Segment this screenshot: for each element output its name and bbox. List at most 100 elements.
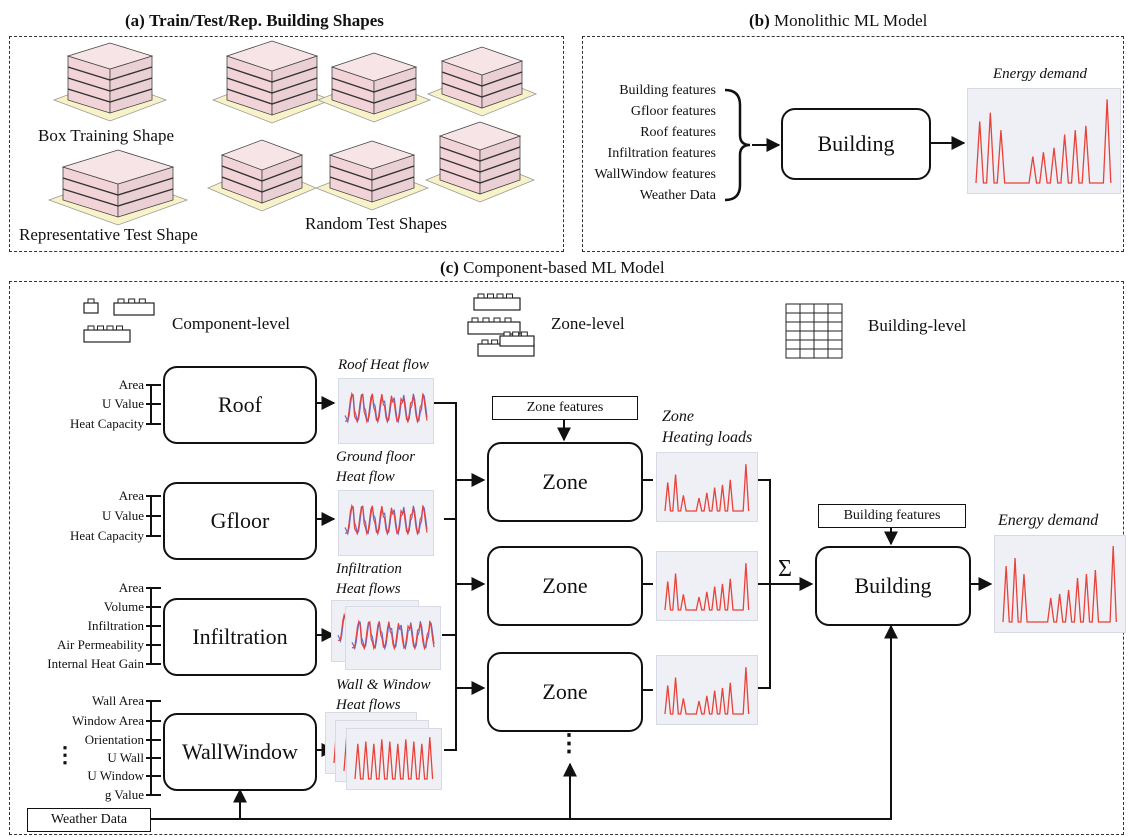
lego-brick-icon (83, 325, 131, 343)
zone-output-label-2: Heating loads (662, 429, 753, 446)
random-shape-6 (424, 121, 536, 203)
infiltration-input-label: Area (118, 580, 144, 595)
chart-line (975, 99, 1112, 184)
chart-line (344, 503, 428, 537)
roof-input-label: Heat Capacity (70, 416, 144, 431)
lego-brick-icon (83, 298, 99, 314)
wallwindow-input-label: Wall Area (91, 693, 144, 708)
panel-b-input-label: Gfloor features (630, 104, 716, 119)
roof-box: Roof (163, 366, 317, 444)
zone-more-dots: ⋮ (557, 731, 581, 757)
zone-heating-chart-3 (656, 655, 758, 725)
zone-box-3: Zone (487, 652, 643, 732)
sum-symbol: Σ (778, 556, 792, 582)
panel-b-input-label: Roof features (640, 125, 716, 140)
zone-heating-chart-2 (656, 551, 758, 621)
random-shape-2 (316, 52, 432, 123)
monolithic-building-box: Building (781, 108, 931, 180)
panel-b-input-label: Infiltration features (607, 146, 716, 161)
gfloor-output-label-2: Heat flow (336, 469, 395, 485)
gfloor-heatflow-chart (338, 490, 434, 556)
lego-stack-icon (467, 317, 521, 335)
roof-output-label: Roof Heat flow (338, 357, 429, 373)
chart-series (344, 503, 428, 537)
zone-heating-chart-1 (656, 452, 758, 522)
zone-box-2: Zone (487, 546, 643, 626)
representative-test-label: Representative Test Shape (19, 225, 198, 244)
building-level-label: Building-level (868, 316, 967, 335)
component-bus (434, 402, 457, 751)
panel-b-input-label: Weather Data (639, 188, 716, 203)
panel-b-energy-chart (967, 88, 1121, 194)
zone-features-box: Zone features (492, 396, 638, 420)
building-features-box: Building features (818, 504, 966, 528)
box-training-label: Box Training Shape (38, 126, 175, 145)
weather-line (149, 624, 898, 820)
chart-series (351, 619, 435, 651)
wallwindow-input-label: Orientation (84, 732, 144, 747)
random-shape-5 (314, 140, 430, 211)
gfloor-input-label: Heat Capacity (70, 528, 144, 543)
infiltration-output-label-1: Infiltration (336, 561, 402, 577)
wallwindow-input-label: g Value (104, 787, 144, 802)
chart-series (1002, 545, 1117, 623)
infiltration-heatflow-chart-front (345, 606, 441, 670)
infiltration-input-label: Infiltration (87, 618, 144, 633)
chart-series (664, 563, 750, 611)
panel-b-title: (b) Monolithic ML Model (749, 11, 928, 30)
representative-test-shape (47, 149, 189, 226)
wallwindow-more-dots: ⋮ (54, 742, 76, 767)
roof-input-label: Area (118, 377, 144, 392)
chart-series (344, 391, 428, 425)
chart-line (351, 619, 435, 651)
chart-line (354, 737, 434, 780)
roof-heatflow-chart (338, 378, 434, 444)
lego-stack-icon (499, 331, 535, 347)
gfloor-box: Gfloor (163, 482, 317, 560)
panel-b-input-label: Building features (619, 83, 716, 98)
panel-b-frame (582, 36, 1124, 252)
random-shape-1 (211, 40, 333, 124)
weather-data-box: Weather Data (27, 808, 151, 832)
panel-b-input-label: WallWindow features (594, 167, 716, 182)
infiltration-input-label: Volume (103, 599, 144, 614)
random-shape-3 (426, 46, 538, 117)
chart-line (664, 667, 750, 715)
chart-line (1002, 545, 1117, 623)
infiltration-input-label: Air Permeability (56, 637, 144, 652)
panel-a-title: (a) Train/Test/Rep. Building Shapes (125, 11, 384, 30)
wallwindow-heatflow-chart-3 (346, 728, 442, 790)
gfloor-input-label: Area (118, 488, 144, 503)
zone-box-1: Zone (487, 442, 643, 522)
random-shape-4 (206, 139, 318, 212)
wallwindow-output-label-1: Wall & Window (336, 677, 431, 693)
panel-c-output-label: Energy demand (998, 512, 1099, 529)
zone-output-label-1: Zone (662, 408, 694, 425)
chart-series (664, 464, 750, 512)
chart-series (354, 737, 434, 780)
random-test-label: Random Test Shapes (305, 214, 448, 233)
panel-b-output-label: Energy demand (993, 66, 1087, 82)
infiltration-output-label-2: Heat flows (336, 581, 401, 597)
wallwindow-box: WallWindow (163, 713, 317, 791)
chart-series (664, 667, 750, 715)
wallwindow-input-label: U Window (87, 768, 144, 783)
chart-line (344, 391, 428, 425)
wallwindow-input-label: U Wall (107, 750, 144, 765)
panel-a-frame (9, 36, 564, 252)
infiltration-input-label: Internal Heat Gain (47, 656, 144, 671)
chart-line (664, 563, 750, 611)
wallwindow-input-label: Window Area (71, 713, 144, 728)
chart-line (664, 464, 750, 512)
brick-wall-icon (785, 303, 843, 359)
panel-c-energy-chart (994, 535, 1126, 633)
lego-stack-icon (473, 293, 521, 311)
panel-b-brace (724, 88, 751, 202)
zone-level-label: Zone-level (551, 314, 625, 333)
component-level-label: Component-level (172, 314, 291, 333)
lego-brick-icon (113, 298, 155, 316)
chart-series (975, 99, 1112, 184)
panel-c-title: (c) Component-based ML Model (440, 258, 665, 277)
